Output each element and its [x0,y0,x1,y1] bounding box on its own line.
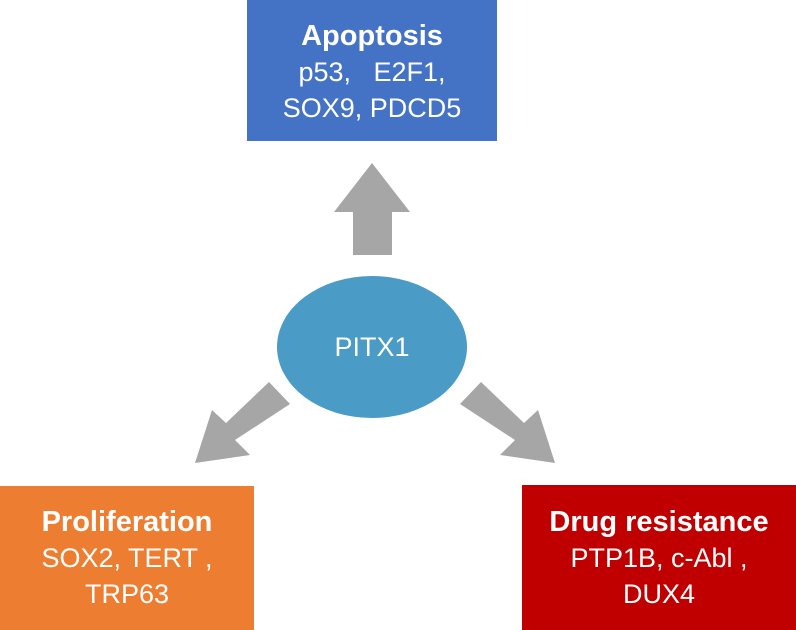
apoptosis-genes-line-2: SOX9, PDCD5 [282,92,462,123]
drug-resistance-genes-line-2: DUX4 [622,578,696,609]
arrow-to-proliferation [195,382,290,463]
pitx1-node: PITX1 [277,276,467,418]
arrow-to-apoptosis [334,163,410,255]
apoptosis-title: Apoptosis [301,19,443,52]
pitx1-label: PITX1 [334,331,410,362]
proliferation-title: Proliferation [41,506,213,538]
drug-resistance-genes-line-1: PTP1B, c-Abl , [570,542,748,573]
proliferation-genes-line-1: SOX2, TERT , [41,543,213,573]
proliferation-genes-line-2: TRP63 [84,579,170,609]
drug-resistance-box: Drug resistance PTP1B, c-Abl , DUX4 [522,485,796,630]
proliferation-box: Proliferation SOX2, TERT , TRP63 [0,486,254,630]
arrow-to-drug-resistance [460,382,555,463]
drug-resistance-title: Drug resistance [549,505,769,538]
apoptosis-box: Apoptosis p53, E2F1, SOX9, PDCD5 [247,0,497,141]
apoptosis-genes-line-1: p53, E2F1, [298,56,446,87]
